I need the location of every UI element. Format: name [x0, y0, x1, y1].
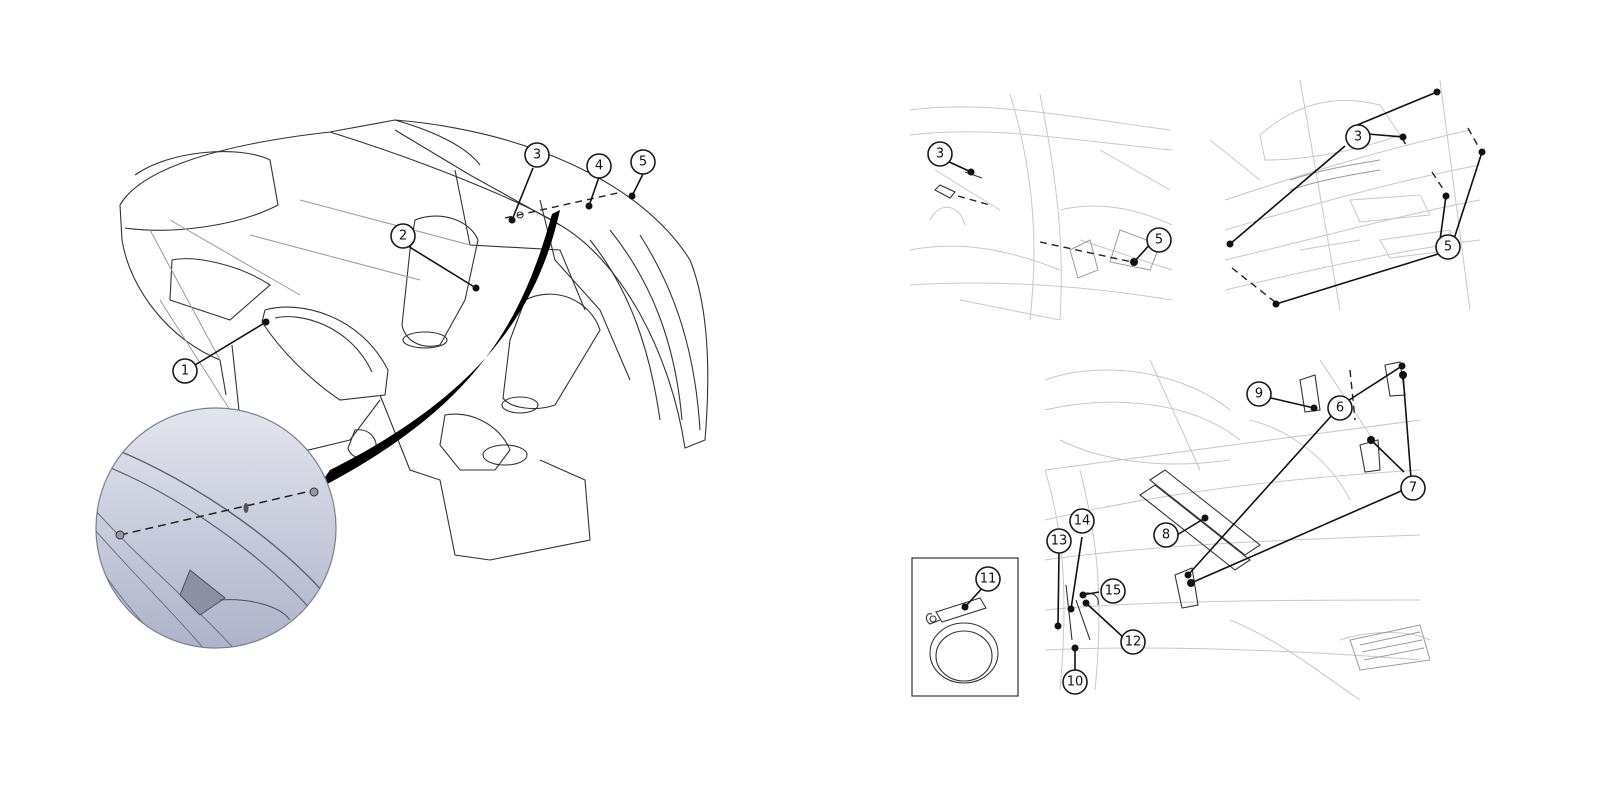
- svg-text:13: 13: [1051, 534, 1068, 549]
- callout-2: 2: [390, 223, 416, 249]
- b-callout-8: 8: [1153, 522, 1179, 548]
- tl-callout-3: 3: [927, 141, 953, 167]
- callout-1: 1: [172, 358, 198, 384]
- detail-view-bottom: 9 6 7 8 13 14 15 12 10: [1042, 350, 1430, 700]
- svg-text:3: 3: [1354, 130, 1362, 145]
- b-callout-15: 15: [1100, 578, 1126, 604]
- svg-text:7: 7: [1409, 481, 1417, 496]
- svg-text:12: 12: [1125, 635, 1142, 650]
- svg-text:1: 1: [181, 364, 189, 379]
- svg-text:3: 3: [533, 148, 541, 163]
- svg-text:5: 5: [1155, 233, 1163, 248]
- svg-text:3: 3: [936, 147, 944, 162]
- tr-callout-5: 5: [1435, 234, 1461, 260]
- b-callout-13: 13: [1046, 528, 1072, 554]
- svg-text:9: 9: [1255, 387, 1263, 402]
- detail-view-top-right: 3 5: [1208, 80, 1500, 312]
- b-callout-10: 10: [1062, 669, 1088, 695]
- svg-text:5: 5: [1444, 240, 1452, 255]
- main-assembly-view: [119, 119, 709, 561]
- svg-text:8: 8: [1162, 528, 1170, 543]
- callout-5: 5: [630, 149, 656, 175]
- svg-text:15: 15: [1105, 584, 1122, 599]
- svg-text:11: 11: [980, 572, 997, 587]
- detail-view-top-left: 3 5: [908, 94, 1174, 320]
- callout-11: 11: [975, 566, 1001, 592]
- tr-callout-3: 3: [1345, 124, 1371, 150]
- svg-text:5: 5: [639, 155, 647, 170]
- b-callout-14: 14: [1069, 508, 1095, 534]
- main-callouts: 1 2 3 4 5: [172, 142, 656, 384]
- b-callout-6: 6: [1327, 395, 1353, 421]
- detail-magnifier: [95, 407, 337, 649]
- svg-text:4: 4: [595, 159, 603, 174]
- b-callout-12: 12: [1120, 629, 1146, 655]
- b-callout-7: 7: [1400, 475, 1426, 501]
- callout-3: 3: [524, 142, 550, 168]
- svg-text:6: 6: [1336, 401, 1344, 416]
- svg-text:14: 14: [1074, 514, 1091, 529]
- b-callout-9: 9: [1246, 381, 1272, 407]
- hose-clamp-inset: 11: [911, 557, 1019, 697]
- svg-text:10: 10: [1067, 675, 1084, 690]
- svg-text:2: 2: [399, 229, 407, 244]
- callout-4: 4: [586, 153, 612, 179]
- tl-callout-5: 5: [1146, 227, 1172, 253]
